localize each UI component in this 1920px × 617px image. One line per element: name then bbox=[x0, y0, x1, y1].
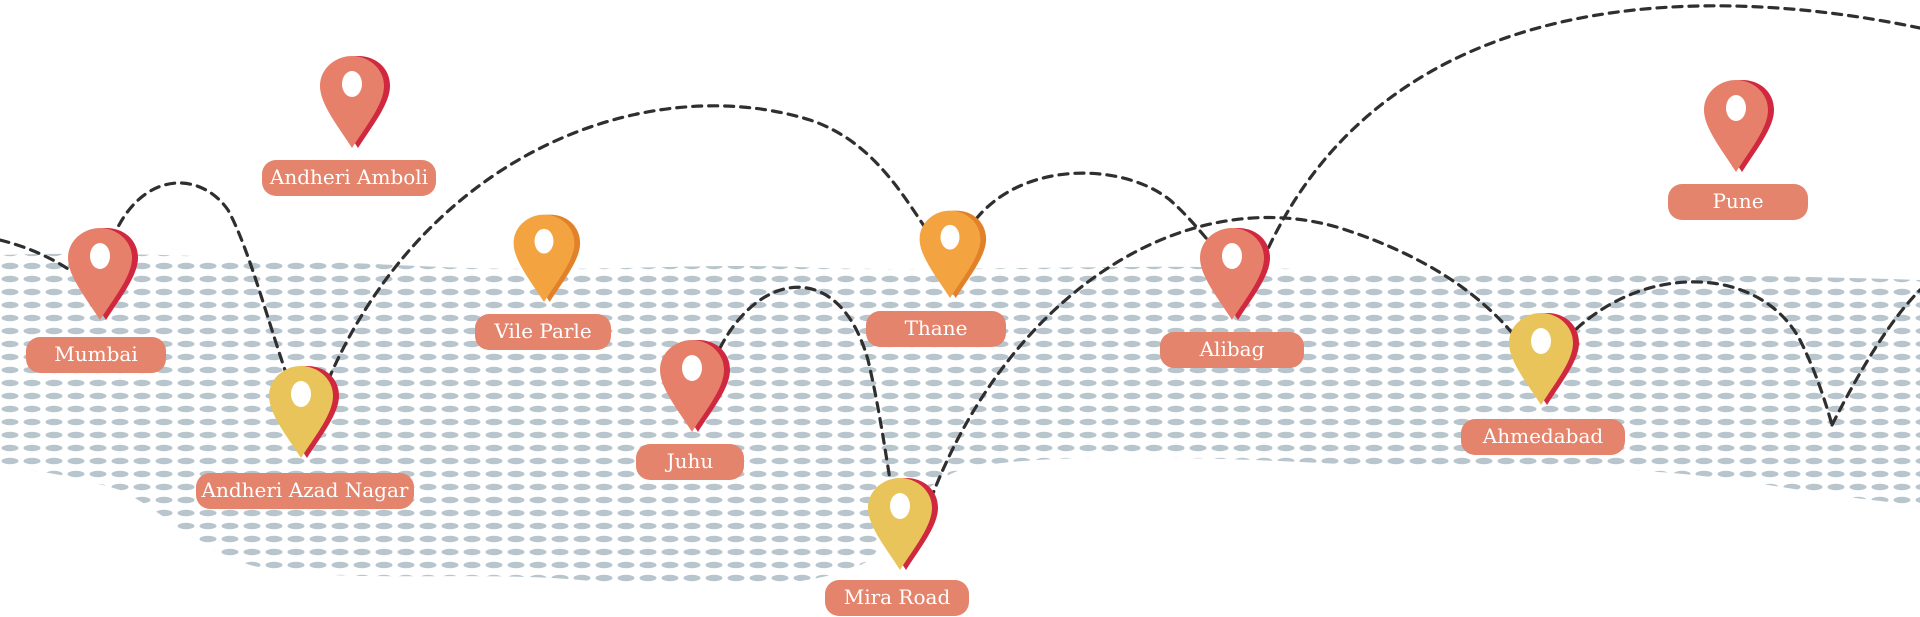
route-arc bbox=[1260, 4, 1920, 264]
route-arc bbox=[923, 215, 1520, 517]
route-arc bbox=[110, 181, 294, 392]
location-name: Mumbai bbox=[54, 342, 137, 366]
location-name: Andheri Azad Nagar bbox=[201, 478, 409, 502]
location-pin-vile-parle[interactable] bbox=[513, 214, 581, 302]
location-label-ahmedabad[interactable]: Ahmedabad bbox=[1461, 419, 1625, 455]
location-pin-pune[interactable] bbox=[1704, 80, 1774, 172]
location-name: Vile Parle bbox=[493, 319, 591, 343]
location-label-pune[interactable]: Pune bbox=[1668, 184, 1808, 220]
route-arc bbox=[718, 285, 897, 512]
location-pin-andheri-amboli[interactable] bbox=[320, 56, 390, 148]
route-arc bbox=[1830, 288, 1920, 427]
location-name: Alibag bbox=[1199, 337, 1265, 361]
location-label-juhu[interactable]: Juhu bbox=[636, 444, 744, 480]
route-arc bbox=[1563, 280, 1834, 427]
route-arc bbox=[965, 171, 1230, 264]
location-pin-mira-road[interactable] bbox=[868, 478, 938, 570]
location-pin-mumbai[interactable] bbox=[68, 228, 138, 320]
location-label-vile-parle[interactable]: Vile Parle bbox=[475, 314, 611, 350]
location-label-alibag[interactable]: Alibag bbox=[1160, 332, 1304, 368]
location-name: Juhu bbox=[665, 449, 714, 473]
location-name: Thane bbox=[905, 316, 968, 340]
location-label-thane[interactable]: Thane bbox=[866, 311, 1006, 347]
location-label-andheri-azad-nagar[interactable]: Andheri Azad Nagar bbox=[196, 473, 414, 509]
location-pin-andheri-azad-nagar[interactable] bbox=[269, 366, 339, 458]
location-pin-thane[interactable] bbox=[919, 210, 987, 298]
location-label-mumbai[interactable]: Mumbai bbox=[26, 337, 166, 373]
location-name: Pune bbox=[1712, 189, 1763, 213]
location-pin-alibag[interactable] bbox=[1200, 228, 1270, 320]
route-lines bbox=[0, 4, 1920, 517]
route-arc bbox=[320, 104, 930, 397]
location-name: Ahmedabad bbox=[1482, 424, 1604, 448]
location-label-andheri-amboli[interactable]: Andheri Amboli bbox=[262, 160, 436, 196]
location-name: Mira Road bbox=[844, 585, 951, 609]
location-name: Andheri Amboli bbox=[269, 165, 428, 189]
location-pin-ahmedabad[interactable] bbox=[1509, 313, 1579, 405]
location-label-mira-road[interactable]: Mira Road bbox=[825, 580, 969, 616]
location-pin-juhu[interactable] bbox=[660, 340, 730, 432]
